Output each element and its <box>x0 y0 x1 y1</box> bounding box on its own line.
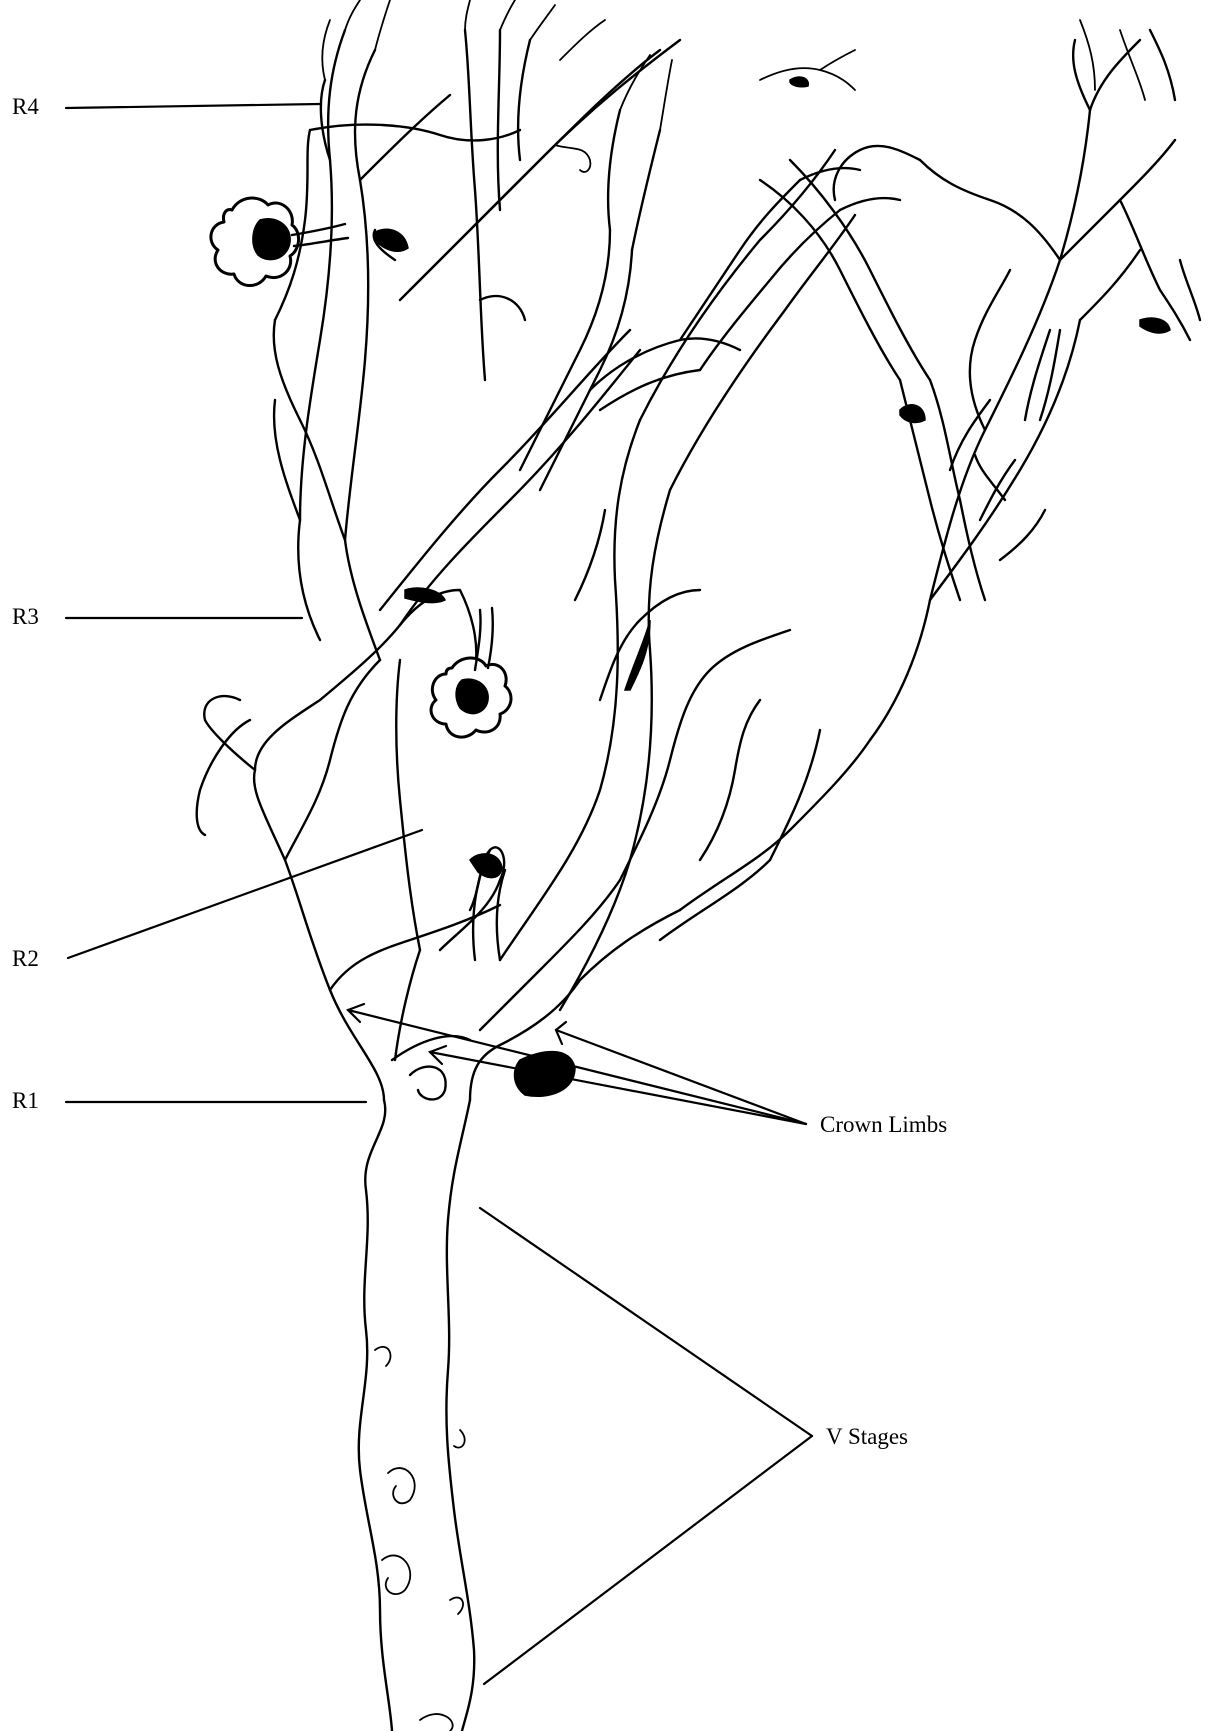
label-v-stages: V Stages <box>480 1208 908 1684</box>
label-r4-text: R4 <box>12 94 39 119</box>
v-stages-line-lower <box>484 1436 812 1684</box>
right-twigs <box>950 20 1200 560</box>
crown-limbs-arrow-1 <box>348 1010 806 1124</box>
label-v-stages-text: V Stages <box>826 1424 908 1449</box>
upper-left-branches <box>275 30 680 540</box>
nodule-upper-left <box>211 198 348 286</box>
label-r4: R4 <box>12 94 320 119</box>
r3-branches <box>197 320 640 835</box>
label-r1: R1 <box>12 1088 366 1113</box>
stem-fork <box>254 770 680 1100</box>
label-r3: R3 <box>12 604 302 629</box>
label-r2-text: R2 <box>12 946 39 971</box>
nodule-middle <box>431 608 511 737</box>
main-stem <box>359 1100 475 1731</box>
crown-limbs-arrow-3 <box>556 1030 806 1124</box>
label-r1-text: R1 <box>12 1088 39 1113</box>
r4-leader-line <box>66 104 320 108</box>
label-r3-text: R3 <box>12 604 39 629</box>
label-r2: R2 <box>12 830 422 971</box>
v-stages-line-upper <box>480 1208 812 1436</box>
upper-right-branches <box>500 40 1190 1010</box>
r2-leader-line <box>68 830 422 958</box>
crown-limbs-arrow-2 <box>430 1052 806 1124</box>
label-crown-limbs: Crown Limbs <box>348 1004 947 1137</box>
label-crown-limbs-text: Crown Limbs <box>820 1112 947 1137</box>
middle-branches <box>520 110 985 880</box>
